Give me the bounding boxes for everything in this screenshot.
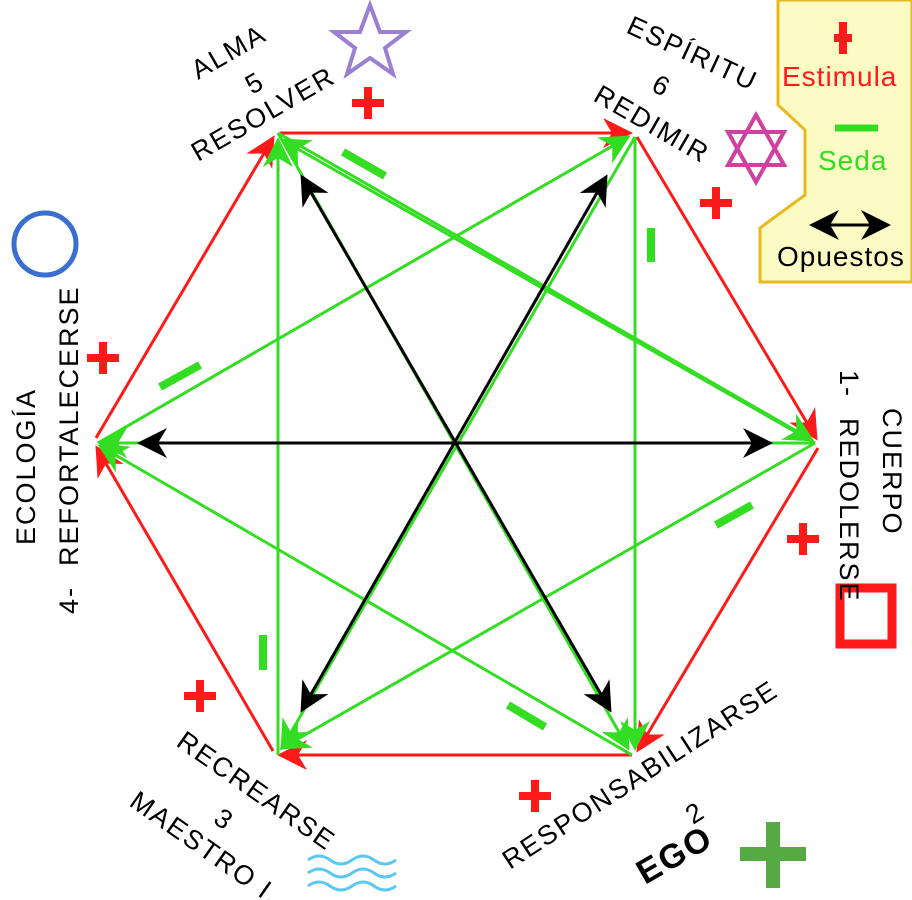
edge-4-5	[94, 135, 275, 439]
legend-opposites-label: Opuestos	[777, 241, 905, 272]
plus-icon	[700, 187, 732, 219]
node-5-label: ALMA 5 RESOLVER	[186, 18, 340, 167]
stimulate-edges	[94, 118, 820, 770]
plus-icon	[87, 342, 119, 374]
edge-1-2	[636, 447, 820, 753]
minus-icon	[714, 501, 754, 529]
node-number: 6	[647, 69, 676, 103]
legend: Estimula Seda Opuestos	[758, 0, 912, 284]
legend-stimulate-label: Estimula	[782, 61, 897, 92]
node-domain: ECOLOGÍA	[11, 388, 41, 545]
node-verb: RESPONSABILIZARSE	[497, 674, 783, 875]
green-plus-icon	[740, 822, 806, 888]
plus-icon	[352, 87, 384, 119]
node-verb: REFORTALECERSE	[54, 285, 84, 566]
plus-icon	[519, 780, 551, 812]
plus-icon	[184, 680, 216, 712]
red-square-icon	[835, 583, 897, 649]
purple-star-icon	[328, 0, 412, 79]
node-number: 1-	[834, 370, 864, 398]
opposite-arrows	[137, 174, 773, 713]
plus-icon	[787, 523, 819, 555]
node-1-label: CUERPO 1- REDOLERSE	[834, 370, 907, 603]
blue-circle-icon	[11, 210, 79, 278]
node-4-label: ECOLOGÍA 4- REFORTALECERSE	[11, 285, 84, 614]
edge-6-1	[635, 136, 818, 441]
legend-sedate-label: Seda	[818, 145, 887, 176]
minus-signs	[158, 148, 754, 731]
water-waves-icon	[307, 854, 397, 892]
node-verb: REDOLERSE	[834, 418, 864, 603]
node-domain: EGO	[630, 818, 720, 892]
node-domain: ESPÍRITU	[622, 10, 762, 97]
node-domain: CUERPO	[877, 408, 907, 536]
node-number: 3	[209, 802, 240, 836]
edge-3-4	[95, 445, 275, 752]
plus-signs	[87, 87, 819, 812]
star-of-david-icon	[724, 110, 788, 187]
minus-icon	[341, 148, 387, 180]
plus-icon	[834, 22, 852, 54]
minus-icon	[505, 701, 548, 731]
node-number: 4-	[54, 586, 84, 614]
minus-icon	[158, 361, 202, 391]
